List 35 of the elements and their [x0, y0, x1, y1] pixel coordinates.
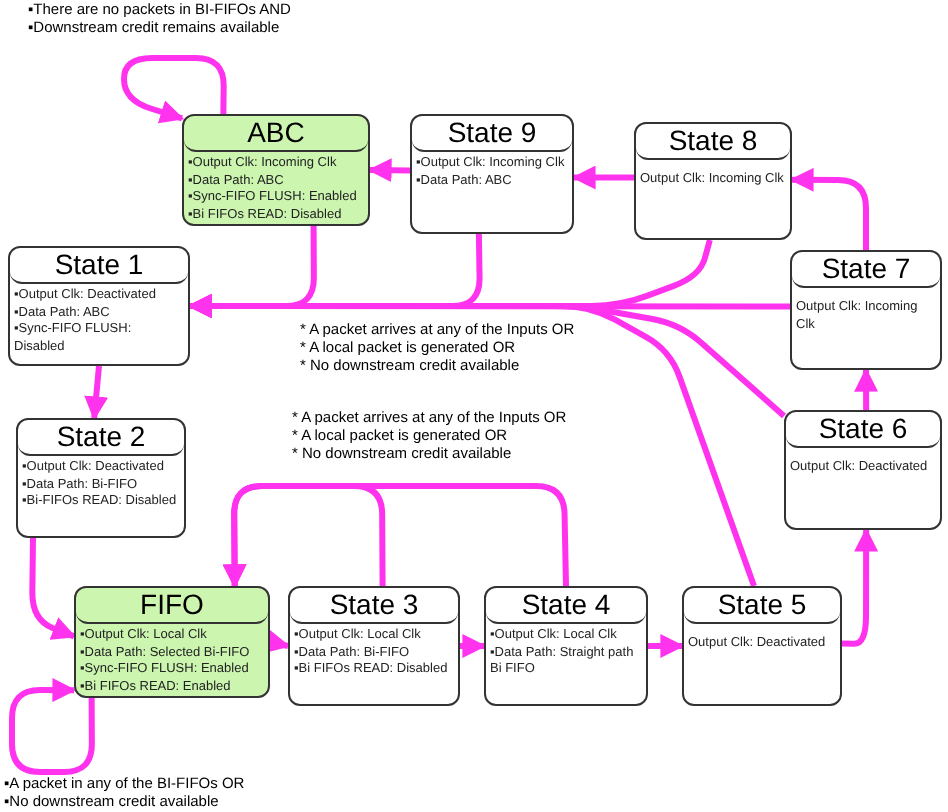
state-box: [784, 410, 942, 530]
state-box: [484, 586, 648, 706]
state-title: FIFO: [76, 588, 268, 624]
state-title: State 4: [486, 588, 646, 624]
state-box: [16, 418, 186, 538]
state-box: [288, 586, 460, 706]
state-box: [682, 586, 842, 706]
state-title: State 6: [786, 412, 940, 448]
state-box: [182, 114, 370, 226]
state-title: State 8: [636, 124, 790, 160]
arrow: [841, 527, 879, 647]
state-title: State 9: [412, 116, 572, 152]
state-box: [410, 114, 574, 234]
arrow: [222, 483, 386, 589]
state-box: [8, 246, 190, 366]
state-title: State 1: [10, 248, 188, 284]
state-box: [74, 586, 270, 698]
arrow: [854, 367, 879, 410]
arrow: [9, 678, 95, 775]
arrow: [187, 294, 757, 587]
arrow: [571, 165, 634, 190]
arrow: [789, 167, 869, 250]
arrow: [84, 365, 109, 421]
arrow: [29, 537, 77, 640]
state-box: [790, 250, 942, 370]
state-box: [634, 122, 792, 240]
state-title: State 3: [290, 588, 458, 624]
arrow: [367, 158, 411, 183]
arrow: [648, 634, 685, 658]
state-title: ABC: [184, 116, 368, 152]
arrow: [460, 634, 487, 658]
state-title: State 5: [684, 588, 840, 624]
state-title: State 2: [18, 420, 184, 456]
state-title: State 7: [792, 252, 940, 288]
arrow: [121, 55, 227, 124]
